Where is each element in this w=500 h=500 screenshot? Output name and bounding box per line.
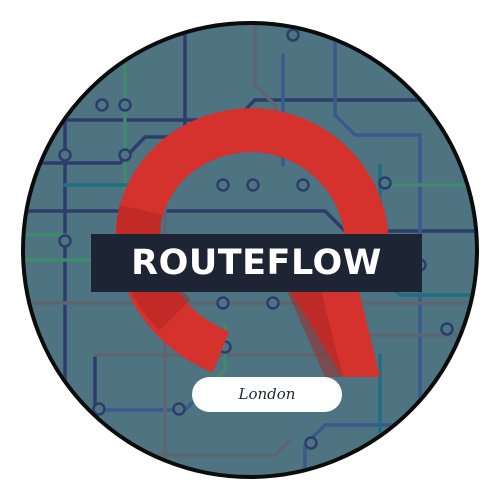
station-marker [58, 234, 72, 248]
city-label: London [238, 385, 296, 403]
station-marker [172, 402, 186, 416]
station-marker [266, 296, 280, 310]
station-marker [304, 436, 318, 450]
station-marker [92, 402, 106, 416]
station-marker [58, 148, 72, 162]
station-marker [246, 178, 260, 192]
map-line [25, 209, 475, 233]
station-marker [378, 176, 392, 190]
brand-wordmark: ROUTEFLOW [131, 242, 382, 283]
wordmark-banner: ROUTEFLOW [91, 234, 422, 292]
station-marker [118, 98, 132, 112]
map-line [43, 438, 292, 457]
map-line [25, 25, 187, 165]
city-pill: London [192, 377, 342, 412]
station-marker [216, 178, 230, 192]
station-marker [296, 178, 310, 192]
station-marker [118, 148, 132, 162]
station-marker [440, 322, 454, 336]
station-marker [216, 296, 230, 310]
station-marker [286, 28, 300, 42]
logo-leg-shade [280, 275, 343, 377]
logo-badge: ROUTEFLOW London [21, 21, 479, 479]
map-line [303, 423, 475, 475]
station-marker [95, 98, 109, 112]
